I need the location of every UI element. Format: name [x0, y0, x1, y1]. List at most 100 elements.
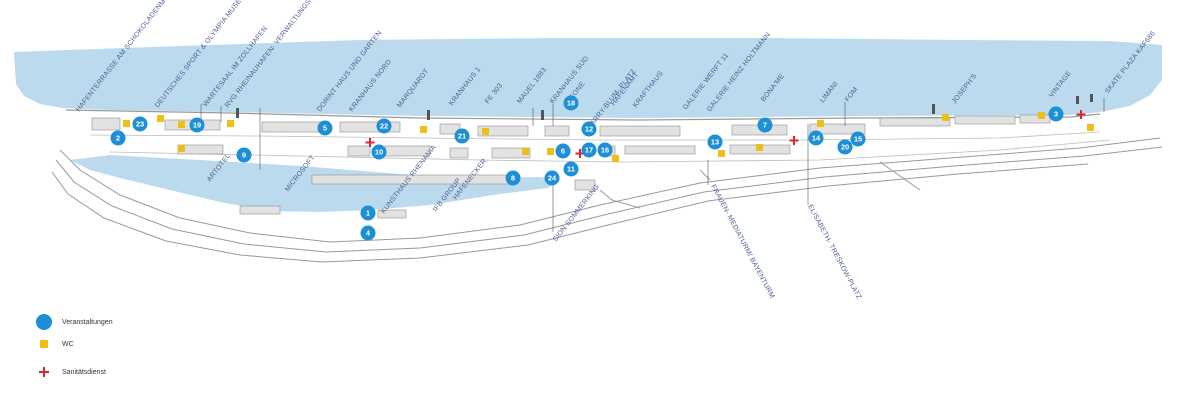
event-marker-dot: [317, 120, 333, 136]
event-marker-dot: [544, 170, 560, 186]
medic-cross-icon: [365, 138, 375, 147]
legend-item-sanitaetsdienst: Sanitätsdienst: [36, 366, 106, 378]
event-marker-dot: [581, 121, 597, 137]
venue-label-sion: SION SOMMERKING: [552, 183, 601, 243]
event-marker-number: 8: [511, 174, 515, 183]
wc-icon: [227, 120, 234, 127]
wc-icon: [612, 155, 619, 162]
event-marker-6[interactable]: 6: [555, 143, 571, 159]
event-marker-number: 16: [601, 146, 609, 155]
wc-icon: [1038, 112, 1045, 119]
wc-icon: [1087, 124, 1094, 131]
event-marker-number: 4: [366, 229, 371, 238]
event-marker-number: 19: [193, 121, 201, 130]
wc-icon: [157, 115, 164, 122]
event-marker-number: 24: [548, 174, 557, 183]
event-marker-18[interactable]: 18: [563, 95, 579, 111]
wc-icon: [547, 148, 554, 155]
event-marker-5[interactable]: 5: [317, 120, 333, 136]
event-marker-number: 6: [561, 147, 565, 156]
event-marker-22[interactable]: 22: [376, 118, 392, 134]
event-marker-17[interactable]: 17: [581, 142, 597, 158]
event-marker-number: 2: [116, 134, 120, 143]
event-marker-10[interactable]: 10: [371, 144, 387, 160]
wc-icon: [482, 128, 489, 135]
event-marker-number: 22: [380, 122, 388, 131]
wc-icon: [123, 120, 130, 127]
event-marker-15[interactable]: 15: [850, 131, 866, 147]
wc-icon: [718, 150, 725, 157]
event-marker-dot: [757, 117, 773, 133]
event-marker-21[interactable]: 21: [454, 128, 470, 144]
event-marker-number: 5: [323, 124, 327, 133]
event-marker-19[interactable]: 19: [189, 117, 205, 133]
legend-label-veranstaltungen: Veranstaltungen: [62, 318, 113, 326]
event-marker-dot: [707, 134, 723, 150]
event-marker-7[interactable]: 7: [757, 117, 773, 133]
wc-icon: [756, 144, 763, 151]
event-marker-number: 15: [854, 135, 862, 144]
wc-icon: [40, 340, 48, 348]
event-marker-13[interactable]: 13: [707, 134, 723, 150]
event-marker-number: 1: [366, 209, 370, 218]
event-marker-icon: [36, 314, 52, 330]
wc-icon: [522, 148, 529, 155]
event-marker-dot: [563, 95, 579, 111]
event-marker-number: 7: [763, 121, 767, 130]
event-marker-16[interactable]: 16: [597, 142, 613, 158]
wc-symbols: [123, 112, 1094, 162]
event-marker-number: 17: [585, 146, 593, 155]
event-marker-dot: [371, 144, 387, 160]
venue-label-frauen: FRAUEN- MEDIATURM/ BAYENTURM: [709, 184, 775, 300]
event-marker-number: 20: [841, 143, 849, 152]
event-marker-23[interactable]: 23: [132, 116, 148, 132]
event-marker-dot: [360, 205, 376, 221]
peninsula-road-2: [109, 139, 1111, 163]
event-marker-dot: [597, 142, 613, 158]
rhine-river: [14, 38, 1162, 118]
event-marker-number: 10: [375, 148, 383, 157]
event-marker-dot: [360, 225, 376, 241]
event-marker-number: 11: [567, 165, 575, 174]
event-marker-3[interactable]: 3: [1048, 106, 1064, 122]
wc-icon: [178, 145, 185, 152]
event-marker-dot: [110, 130, 126, 146]
event-marker-9[interactable]: 9: [236, 147, 252, 163]
event-marker-1[interactable]: 1: [360, 205, 376, 221]
event-marker-12[interactable]: 12: [581, 121, 597, 137]
wc-icon: [942, 114, 949, 121]
event-marker-2[interactable]: 2: [110, 130, 126, 146]
quay-strip: [65, 109, 1101, 121]
event-marker-14[interactable]: 14: [808, 130, 824, 146]
legend-item-wc: WC: [36, 340, 74, 348]
event-marker-11[interactable]: 11: [563, 161, 579, 177]
event-marker-dot: [563, 161, 579, 177]
event-marker-number: 13: [711, 138, 719, 147]
wc-icon: [817, 120, 824, 127]
event-marker-4[interactable]: 4: [360, 225, 376, 241]
medic-cross-icon: [575, 149, 585, 158]
medic-cross-icon: [38, 366, 50, 378]
city-streets: [51, 137, 1163, 263]
legend-label-wc: WC: [62, 340, 74, 348]
medic-cross-icon: [1076, 110, 1086, 119]
event-marker-dot: [808, 130, 824, 146]
medic-symbols: [365, 110, 1086, 158]
event-marker-number: 9: [242, 151, 246, 160]
event-marker-20[interactable]: 20: [837, 139, 853, 155]
event-marker-number: 14: [812, 134, 821, 143]
venue-label-elisabeth: ELISABETH- TRESKOW-PLATZ: [806, 204, 862, 302]
event-marker-dot: [189, 117, 205, 133]
event-marker-24[interactable]: 24: [544, 170, 560, 186]
event-marker-dot: [850, 131, 866, 147]
event-marker-dot: [376, 118, 392, 134]
leader-lines: [200, 98, 1105, 232]
event-marker-number: 3: [1054, 110, 1058, 119]
event-marker-number: 23: [136, 120, 144, 129]
event-marker-dot: [132, 116, 148, 132]
event-marker-8[interactable]: 8: [505, 170, 521, 186]
wc-icon: [420, 126, 427, 133]
crane-icons: [236, 94, 1093, 120]
